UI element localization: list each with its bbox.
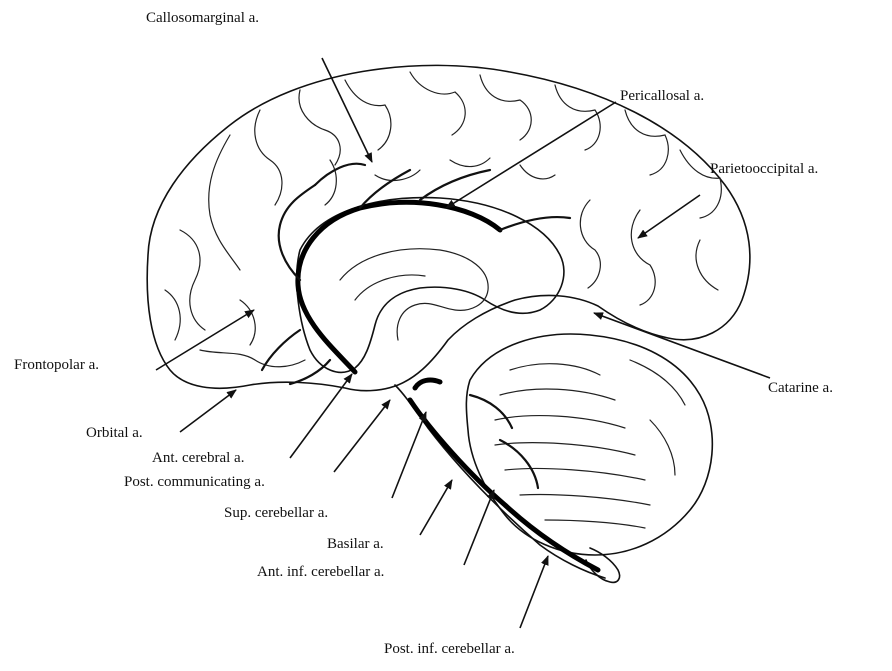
orbital-label: Orbital a.: [86, 426, 143, 441]
parietooccipital-label: Parietooccipital a.: [710, 162, 818, 177]
calcarine-label: Catarine a.: [768, 381, 833, 396]
frontopolar-label: Frontopolar a.: [14, 358, 99, 373]
thalamus: [340, 249, 488, 340]
cerebellum-folds: [495, 360, 685, 528]
ant-inf-cerebellar-label: Ant. inf. cerebellar a.: [257, 565, 384, 580]
corpus-callosum: [297, 198, 564, 373]
basilar-vessel: [410, 400, 598, 570]
pericallosal-label: Pericallosal a.: [620, 89, 704, 104]
brainstem: [395, 385, 605, 578]
ventricle: [355, 275, 425, 300]
post-inf-cerebellar-label: Post. inf. cerebellar a.: [384, 642, 515, 657]
basilar-label: Basilar a.: [327, 537, 384, 552]
sup-cerebellar-label: Sup. cerebellar a.: [224, 506, 328, 521]
sup-cerebellar-vessel: [415, 380, 440, 388]
ant-cerebral-label: Ant. cerebral a.: [152, 451, 244, 466]
leader-lines: [156, 58, 770, 628]
callosomarginal-label: Callosomarginal a.: [146, 11, 259, 26]
pericallosal-vessel: [298, 202, 500, 372]
cerebrum-folds: [165, 72, 721, 367]
cerebrum-outline: [147, 65, 750, 390]
post-communicating-label: Post. communicating a.: [124, 475, 265, 490]
